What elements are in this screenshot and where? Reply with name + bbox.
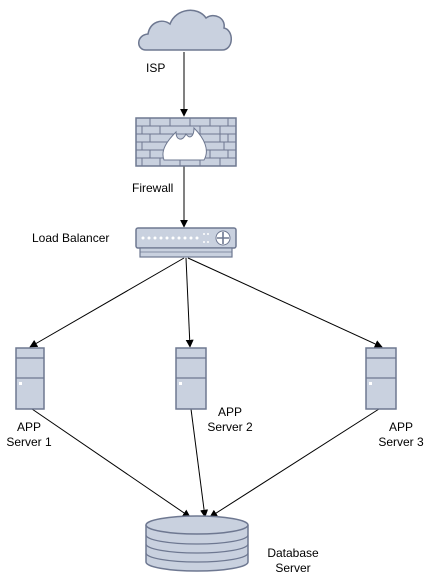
app-server-1-tower-icon[interactable]: [15, 347, 45, 410]
load-balancer-label: Load Balancer: [32, 231, 110, 245]
app-server-2-label-line2: Server 2: [207, 420, 253, 434]
edge-load-balancer-to-app-server-2: [185, 257, 194, 348]
flame-icon: [162, 126, 207, 161]
edge-layer: [29, 52, 383, 518]
database-icon[interactable]: [145, 515, 249, 572]
edge-load-balancer-to-app-server-3: [187, 257, 383, 348]
edge-app-server-3-to-database-server: [209, 408, 380, 518]
app-server-3-label-line2: Server 3: [378, 435, 424, 449]
edge-app-server-2-to-database-server: [190, 408, 209, 518]
cloud-icon[interactable]: [138, 9, 232, 51]
app-server-1-label: APP Server 1: [4, 420, 54, 450]
load-balancer-icon[interactable]: [135, 227, 237, 258]
app-server-1-label-line1: APP: [16, 420, 41, 434]
app-server-2-tower-icon[interactable]: [175, 347, 207, 410]
database-server-label-line1: Database: [267, 546, 319, 560]
edge-load-balancer-to-app-server-1: [29, 257, 185, 348]
firewall-icon[interactable]: [135, 117, 237, 167]
database-server-label: Database Server: [262, 546, 324, 576]
app-server-2-label-line1: APP: [217, 405, 242, 419]
app-server-3-label-line1: APP: [388, 420, 413, 434]
database-server-label-line2: Server: [275, 561, 311, 575]
isp-label: ISP: [146, 61, 166, 75]
firewall-label: Firewall: [132, 181, 174, 195]
edge-app-server-1-to-database-server: [31, 408, 191, 518]
app-server-1-label-line2: Server 1: [6, 435, 52, 449]
app-server-3-tower-icon[interactable]: [365, 347, 397, 410]
app-server-2-label: APP Server 2: [202, 405, 258, 435]
app-server-3-label: APP Server 3: [374, 420, 428, 450]
